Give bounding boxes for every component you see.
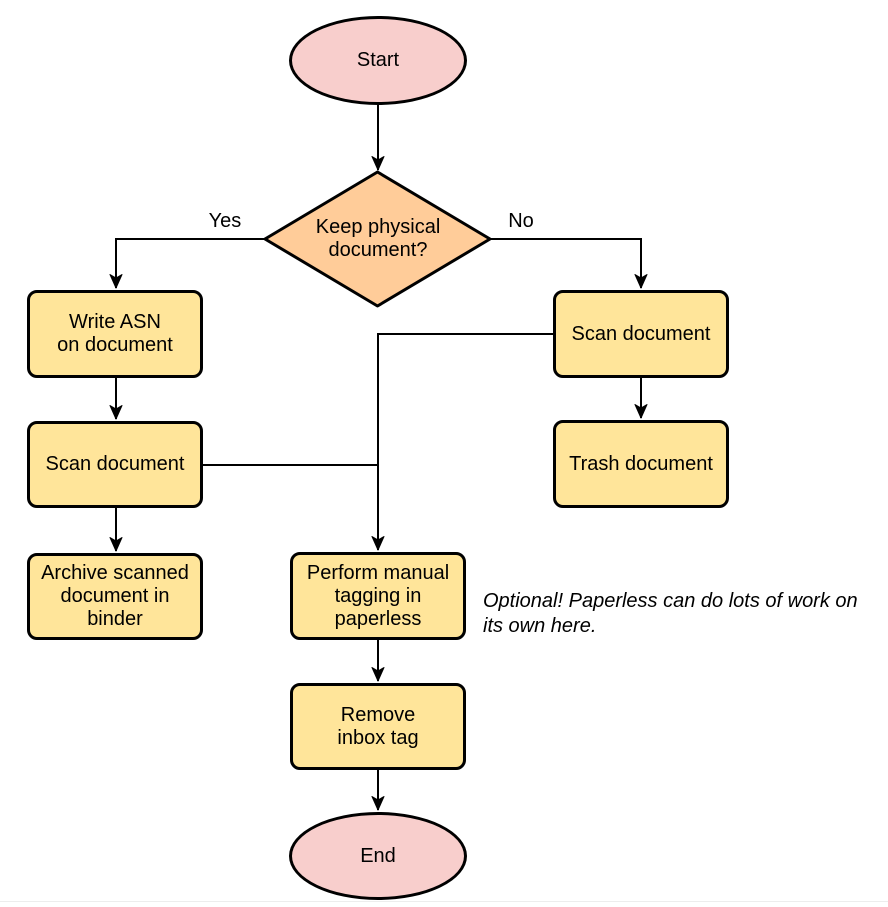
- node-manual-tagging-label: Perform manual tagging in paperless: [306, 561, 450, 630]
- edge-scan-right-to-tagging: [371, 333, 553, 551]
- node-scan-document-left: Scan document: [27, 421, 203, 508]
- node-archive-binder-label: Archive scanned document in binder: [41, 562, 189, 630]
- canvas-bottom-border: [0, 901, 888, 902]
- edge-decision-yes-to-write-asn: [109, 238, 265, 289]
- node-write-asn: Write ASN on document: [27, 290, 203, 378]
- node-archive-binder: Archive scanned document in binder: [27, 553, 203, 640]
- node-end-label: End: [360, 844, 396, 867]
- node-end: End: [289, 812, 467, 900]
- edge-decision-no-to-scan-right: [490, 238, 648, 289]
- edge-label-no: No: [508, 210, 534, 232]
- node-trash-document: Trash document: [553, 420, 729, 508]
- node-trash-document-label: Trash document: [569, 452, 713, 475]
- node-decision: Keep physical document?: [278, 211, 478, 267]
- node-remove-inbox-tag-label: Remove inbox tag: [337, 703, 419, 749]
- node-start: Start: [289, 16, 467, 105]
- node-start-label: Start: [356, 49, 400, 71]
- node-scan-document-right: Scan document: [553, 290, 729, 378]
- optional-note: Optional! Paperless can do lots of work …: [483, 590, 858, 637]
- node-write-asn-label: Write ASN on document: [57, 311, 173, 356]
- node-decision-label: Keep physical document?: [315, 216, 441, 261]
- node-scan-document-left-label: Scan document: [45, 453, 185, 475]
- node-remove-inbox-tag: Remove inbox tag: [290, 683, 466, 770]
- edge-label-yes: Yes: [208, 210, 242, 232]
- node-manual-tagging: Perform manual tagging in paperless: [290, 552, 466, 640]
- node-scan-document-right-label: Scan document: [571, 322, 711, 345]
